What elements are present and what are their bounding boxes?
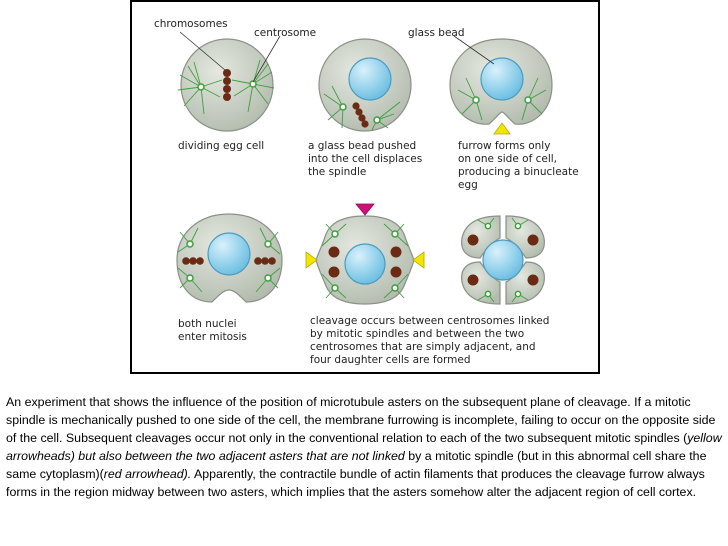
- panel-dividing-egg-cell: [177, 31, 281, 132]
- experiment-figure: chromosomes centrosome glass bead dividi…: [130, 0, 600, 374]
- yellow-arrowhead-left: [305, 251, 318, 269]
- centrosome-leader: [252, 35, 281, 83]
- yellow-arrowhead-right: [412, 251, 425, 269]
- centrosome-right: [249, 80, 257, 88]
- red-arrowhead: [355, 203, 375, 216]
- panel-both-nuclei: [176, 213, 283, 303]
- chromosomes-2: [352, 102, 369, 128]
- label-glass-bead: glass bead: [408, 27, 465, 39]
- glass-bead-6: [482, 239, 524, 281]
- centrosome-right-3: [524, 96, 532, 104]
- chromosomes-leader: [179, 31, 226, 71]
- glass-bead-3: [480, 57, 524, 101]
- centrosome-left-3: [472, 96, 480, 104]
- nuclei-5: [328, 246, 402, 278]
- glass-bead: [348, 57, 392, 101]
- label-dividing-egg-cell: dividing egg cell: [178, 140, 265, 152]
- aster-left: [177, 61, 223, 115]
- label-cleavage-occurs: cleavage occurs between centrosomes link…: [310, 315, 550, 366]
- caption-emphasis-yellow: yellow arrowheads) but also between the …: [6, 431, 722, 463]
- glass-bead-4: [207, 232, 251, 276]
- chromosomes-4: [182, 257, 276, 265]
- figure-caption: An experiment that shows the influence o…: [6, 393, 724, 501]
- centrosome-left: [197, 83, 205, 91]
- yellow-arrowhead: [493, 122, 511, 135]
- panel-cleavage: [305, 203, 425, 305]
- centrosome-left-2: [339, 103, 347, 111]
- caption-part-2: by a mitotic spindle (but in this abnorm…: [6, 449, 707, 481]
- label-bead-pushed: a glass bead pushed into the cell displa…: [308, 140, 423, 178]
- centrosome-right-2: [373, 116, 381, 124]
- caption-part-3: Apparently, the contractile bundle of ac…: [6, 467, 705, 499]
- caption-part-1: An experiment that shows the influence o…: [6, 395, 716, 445]
- label-both-nuclei: both nuclei enter mitosis: [178, 318, 247, 343]
- centrosomes-5: [331, 230, 399, 292]
- panel-four-cells: [461, 215, 545, 305]
- centrosomes-4: [186, 240, 272, 282]
- centrosomes-6: [484, 222, 522, 298]
- chromosomes: [223, 69, 231, 101]
- label-furrow-one-side: furrow forms only on one side of cell, p…: [458, 140, 579, 191]
- caption-emphasis-red: red arrowhead).: [103, 467, 192, 481]
- panel-bead-pushed: [318, 38, 412, 132]
- label-centrosome: centrosome: [254, 27, 317, 39]
- glass-bead-5: [344, 243, 386, 285]
- label-chromosomes: chromosomes: [154, 18, 228, 30]
- panel-furrow-one-side: [449, 35, 553, 135]
- nuclei-6: [467, 234, 539, 286]
- glass-bead-leader: [453, 35, 495, 65]
- figure-drawing: [176, 31, 553, 305]
